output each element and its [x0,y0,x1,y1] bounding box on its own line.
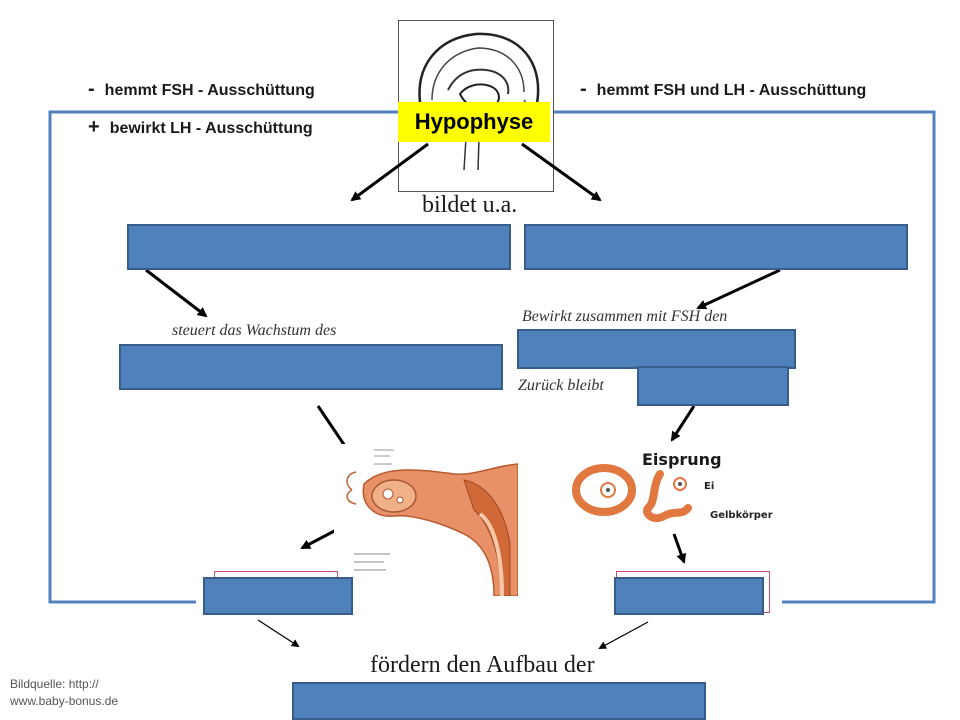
hypophysis-label: Hypophyse [398,102,550,142]
ovary-hormone-blank-left[interactable] [203,577,353,615]
fsh-lh-inhibition-text: hemmt FSH und LH - Ausschüttung [596,82,867,99]
uterine-lining-blank[interactable] [292,682,706,720]
arrow-right-hormone-to-ovulation [696,268,781,310]
arrow-right-hormone-to-bottom [598,621,649,649]
minus-sign: - [88,78,95,100]
bottom-label: fördern den Aufbau der [370,652,595,678]
ovulation-cause-text: Bewirkt zusammen mit FSH den [522,308,728,325]
arrow-corpus-luteum-to-right-hormone [672,533,687,564]
remainder-blank[interactable] [637,366,789,406]
ovulation-blank[interactable] [517,329,796,369]
corpus-luteum-label: Gelbkörper [710,510,773,521]
egg-label: Ei [704,481,715,492]
arrow-left-hormone-to-bottom [257,619,300,648]
ovulation-title: Eisprung [642,450,722,469]
ovulation-illustration [572,464,692,523]
lh-release-text: bewirkt LH - Ausschüttung [109,120,313,137]
arrow-left-hormone-to-follicle [145,268,208,318]
produces-label: bildet u.a. [422,192,518,218]
arrow-hypophysis-to-left-hormone [350,142,429,202]
hormone-blank-right[interactable] [524,224,908,270]
lh-release-label: + bewirkt LH - Ausschüttung [88,116,313,139]
follicle-blank[interactable] [119,344,503,390]
follicle-growth-text: steuert das Wachstum des [172,322,337,339]
fsh-inhibition-text: hemmt FSH - Ausschüttung [104,82,315,99]
fsh-inhibition-label: -hemmt FSH - Ausschüttung [88,78,315,101]
arrow-hypophysis-to-right-hormone [521,142,602,202]
minus-sign: - [580,78,587,100]
image-credit: Bildquelle: http:// www.baby-bonus.de [10,677,119,708]
arrow-remainder-to-ovulation [670,405,696,442]
uterus-illustration [334,444,518,596]
remains-text: Zurück bleibt [518,377,604,394]
hormone-blank-left[interactable] [127,224,511,270]
ovary-hormone-blank-right[interactable] [614,577,764,615]
fsh-lh-inhibition-label: -hemmt FSH und LH - Ausschüttung [580,78,866,101]
plus-sign: + [88,116,100,138]
